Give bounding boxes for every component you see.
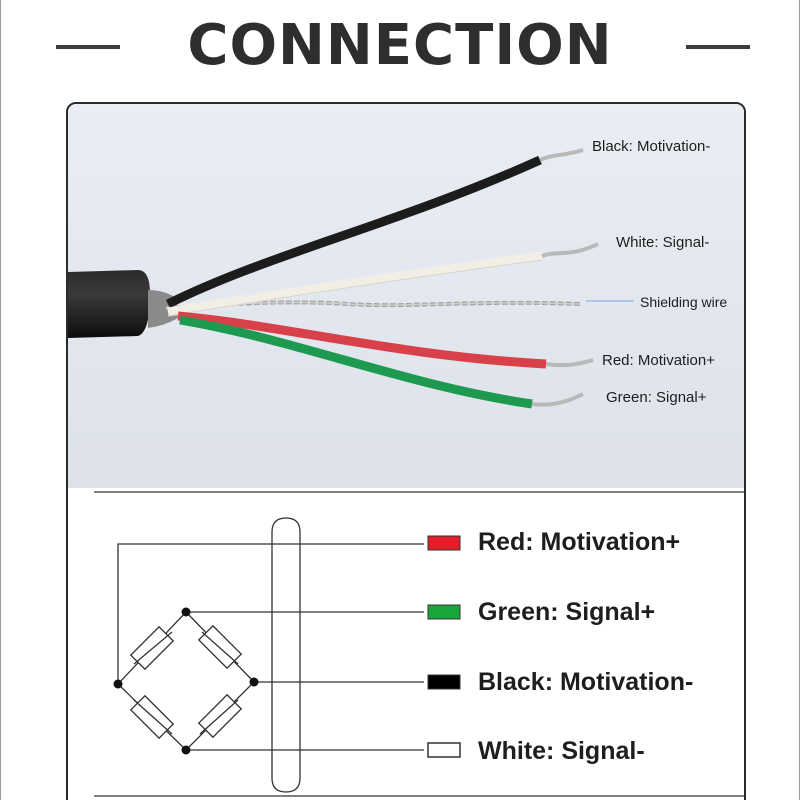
legend-label-red: Red: Motivation+ xyxy=(478,528,681,556)
page-title: CONNECTION xyxy=(187,13,613,78)
green-wire xyxy=(179,315,533,409)
cable-photo: Black: Motivation- White: Signal- Shield… xyxy=(68,104,744,488)
connection-panel: Black: Motivation- White: Signal- Shield… xyxy=(66,102,746,800)
black-wire-tip xyxy=(539,148,584,162)
white-wire-tip xyxy=(541,242,599,258)
title-dash-left xyxy=(56,45,120,49)
node-bottom xyxy=(181,745,191,755)
label-green-wire: Green: Signal+ xyxy=(606,389,707,406)
header: CONNECTION xyxy=(0,0,800,96)
shield-cylinder xyxy=(271,517,301,793)
strain-gauge-top-left xyxy=(129,625,175,671)
black-wire xyxy=(165,155,542,309)
strain-gauge-bottom-right xyxy=(197,693,243,739)
node-top xyxy=(181,607,191,617)
swatch-black xyxy=(427,674,461,690)
white-wire xyxy=(167,251,543,317)
strain-gauge-top-right xyxy=(197,624,243,670)
node-left xyxy=(113,679,123,689)
swatch-red xyxy=(427,535,461,551)
cable-illustration xyxy=(68,104,744,488)
cable-jacket xyxy=(68,270,150,338)
title-dash-right xyxy=(686,45,750,49)
green-wire-tip xyxy=(531,392,584,407)
bridge-schematic-diagram xyxy=(94,491,744,797)
label-shielding-wire: Shielding wire xyxy=(640,294,728,310)
swatch-green xyxy=(427,604,461,620)
label-white-wire: White: Signal- xyxy=(616,234,710,251)
red-lead-line xyxy=(117,543,424,684)
strain-gauge-bottom-left xyxy=(129,694,175,740)
swatch-white xyxy=(427,742,461,758)
red-wire-tip xyxy=(545,358,594,368)
node-right xyxy=(249,677,259,687)
bridge-diamond xyxy=(117,611,255,751)
label-black-wire: Black: Motivation- xyxy=(592,138,711,155)
legend-label-green: Green: Signal+ xyxy=(478,598,656,626)
label-red-wire: Red: Motivation+ xyxy=(602,352,715,369)
left-edge-line xyxy=(0,0,1,800)
legend-label-white: White: Signal- xyxy=(478,737,645,765)
red-wire xyxy=(177,311,547,369)
legend-label-black: Black: Motivation- xyxy=(478,668,694,696)
wiring-schematic: Red: Motivation+ Green: Signal+ Black: M… xyxy=(68,488,744,800)
